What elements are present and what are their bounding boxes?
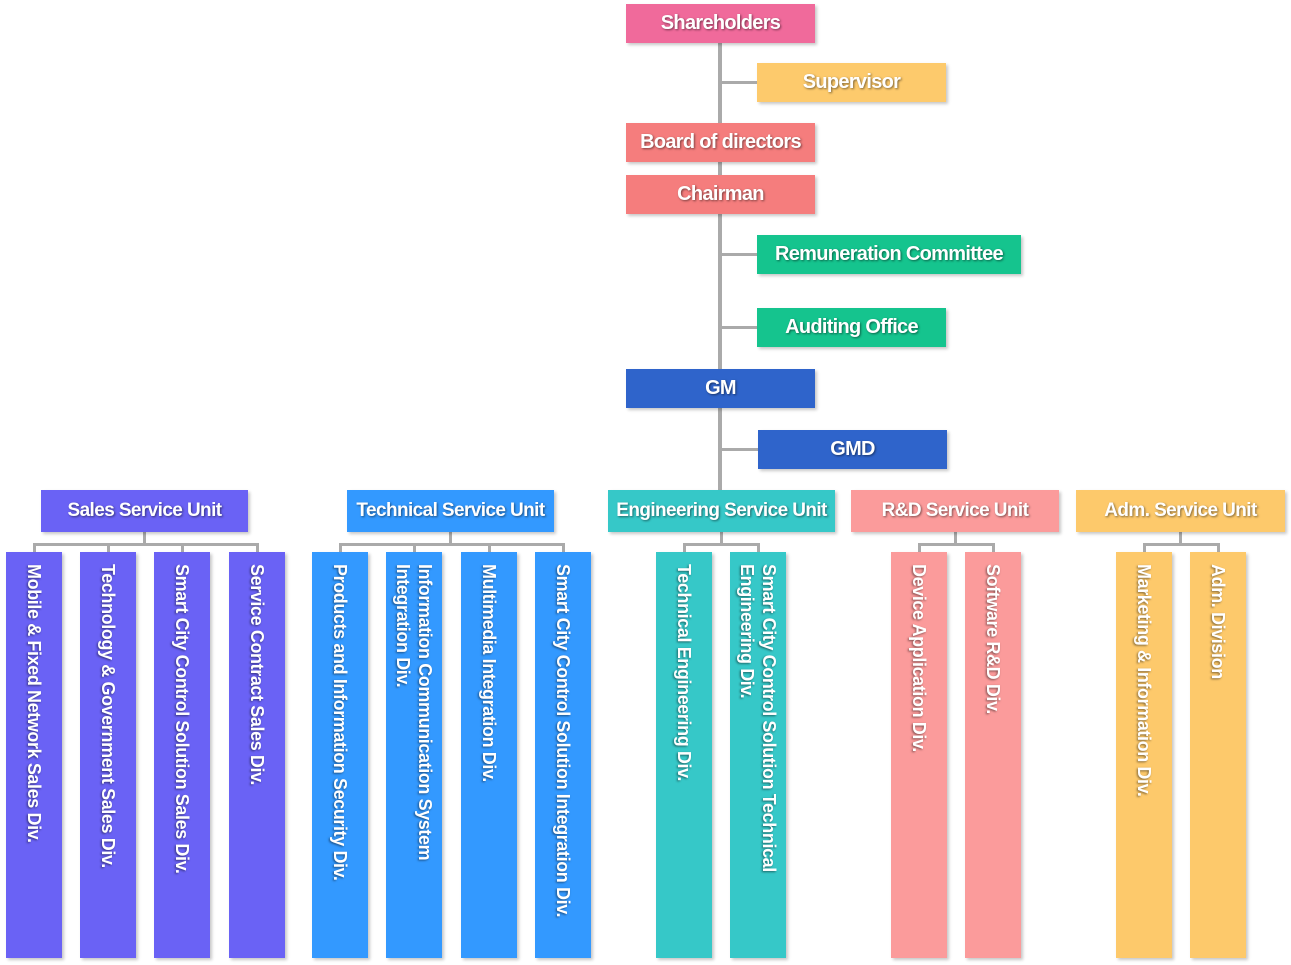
- remuneration-committee-label: Remuneration Committee: [775, 243, 1004, 265]
- division-box: Marketing & Information Div.: [1116, 552, 1172, 958]
- service-unit-label: Technical Service Unit: [356, 500, 545, 521]
- supervisor-box: Supervisor: [757, 63, 946, 102]
- gmd-branch-line: [720, 448, 758, 451]
- division-label: Smart City Control Solution Sales Div.: [172, 564, 192, 874]
- division-label: Mobile & Fixed Network Sales Div.: [24, 564, 44, 843]
- service-unit-label: Sales Service Unit: [67, 500, 223, 521]
- division-label: Device Application Div.: [909, 564, 929, 752]
- auditing-office-box: Auditing Office: [757, 308, 946, 347]
- division-label: Adm. Division: [1208, 564, 1228, 679]
- division-label: Products and Information Security Div.: [330, 564, 350, 881]
- division-box: Software R&D Div.: [965, 552, 1021, 958]
- connector-line: [488, 543, 491, 552]
- division-box: Mobile & Fixed Network Sales Div.: [6, 552, 62, 958]
- division-label: Marketing & Information Div.: [1134, 564, 1154, 797]
- service-unit-label: Adm. Service Unit: [1104, 500, 1257, 521]
- connector-line: [449, 532, 452, 544]
- division-label: Technical Engineering Div.: [674, 564, 694, 781]
- auditing-office-label: Auditing Office: [785, 316, 919, 338]
- division-box: Products and Information Security Div.: [312, 552, 368, 958]
- division-box: Service Contract Sales Div.: [229, 552, 285, 958]
- adm-service-unit-box: Adm. Service Unit: [1076, 490, 1285, 532]
- division-box: Device Application Div.: [891, 552, 947, 958]
- division-box: Technology & Government Sales Div.: [80, 552, 136, 958]
- rd-service-unit-box: R&D Service Unit: [851, 490, 1059, 532]
- service-unit-label: R&D Service Unit: [881, 500, 1029, 521]
- supervisor-branch-line: [720, 81, 757, 84]
- board-of-directors-label: Board of directors: [640, 131, 801, 153]
- division-box: Smart City Control Solution Integration …: [535, 552, 591, 958]
- sales-service-unit-box: Sales Service Unit: [41, 490, 248, 532]
- connector-line: [339, 543, 565, 546]
- connector-line: [33, 543, 259, 546]
- service-unit-label: Engineering Service Unit: [616, 500, 827, 521]
- technical-service-unit-box: Technical Service Unit: [347, 490, 554, 532]
- connector-line: [256, 543, 259, 552]
- division-box: Smart City Control Solution Sales Div.: [154, 552, 210, 958]
- connector-line: [1217, 543, 1220, 552]
- connector-line: [181, 543, 184, 552]
- division-label: Information Communication System Integra…: [393, 564, 435, 861]
- division-box: Smart City Control Solution Technical En…: [730, 552, 786, 958]
- remuneration-branch-line: [720, 253, 757, 256]
- connector-line: [757, 543, 760, 552]
- chairman-box: Chairman: [626, 175, 815, 214]
- connector-line: [1179, 532, 1182, 544]
- connector-line: [143, 532, 146, 544]
- division-box: Multimedia Integration Div.: [461, 552, 517, 958]
- board-of-directors-box: Board of directors: [626, 123, 815, 162]
- division-label: Smart City Control Solution Integration …: [553, 564, 573, 918]
- auditing-branch-line: [720, 326, 757, 329]
- connector-line: [720, 532, 723, 544]
- remuneration-committee-box: Remuneration Committee: [757, 235, 1021, 274]
- supervisor-label: Supervisor: [802, 71, 901, 93]
- connector-line: [918, 543, 995, 546]
- gm-box: GM: [626, 369, 815, 408]
- connector-line: [683, 543, 686, 552]
- connector-line: [33, 543, 36, 552]
- division-box: Adm. Division: [1190, 552, 1246, 958]
- engineering-service-unit-box: Engineering Service Unit: [608, 490, 835, 532]
- connector-line: [1143, 543, 1146, 552]
- connector-line: [954, 532, 957, 544]
- shareholders-label: Shareholders: [660, 12, 781, 34]
- division-box: Information Communication System Integra…: [386, 552, 442, 958]
- connector-line: [1143, 543, 1220, 546]
- connector-line: [107, 543, 110, 552]
- division-label: Software R&D Div.: [983, 564, 1003, 714]
- division-label: Technology & Government Sales Div.: [98, 564, 118, 868]
- connector-line: [918, 543, 921, 552]
- main-spine-line: [718, 43, 722, 490]
- connector-line: [413, 543, 416, 552]
- gmd-label: GMD: [830, 438, 875, 460]
- connector-line: [683, 543, 760, 546]
- gm-label: GM: [705, 377, 737, 399]
- division-box: Technical Engineering Div.: [656, 552, 712, 958]
- connector-line: [562, 543, 565, 552]
- connector-line: [339, 543, 342, 552]
- connector-line: [992, 543, 995, 552]
- division-label: Smart City Control Solution Technical En…: [737, 564, 779, 872]
- division-label: Multimedia Integration Div.: [479, 564, 499, 782]
- division-label: Service Contract Sales Div.: [247, 564, 267, 785]
- chairman-label: Chairman: [677, 183, 764, 205]
- shareholders-box: Shareholders: [626, 4, 815, 43]
- gmd-box: GMD: [758, 430, 947, 469]
